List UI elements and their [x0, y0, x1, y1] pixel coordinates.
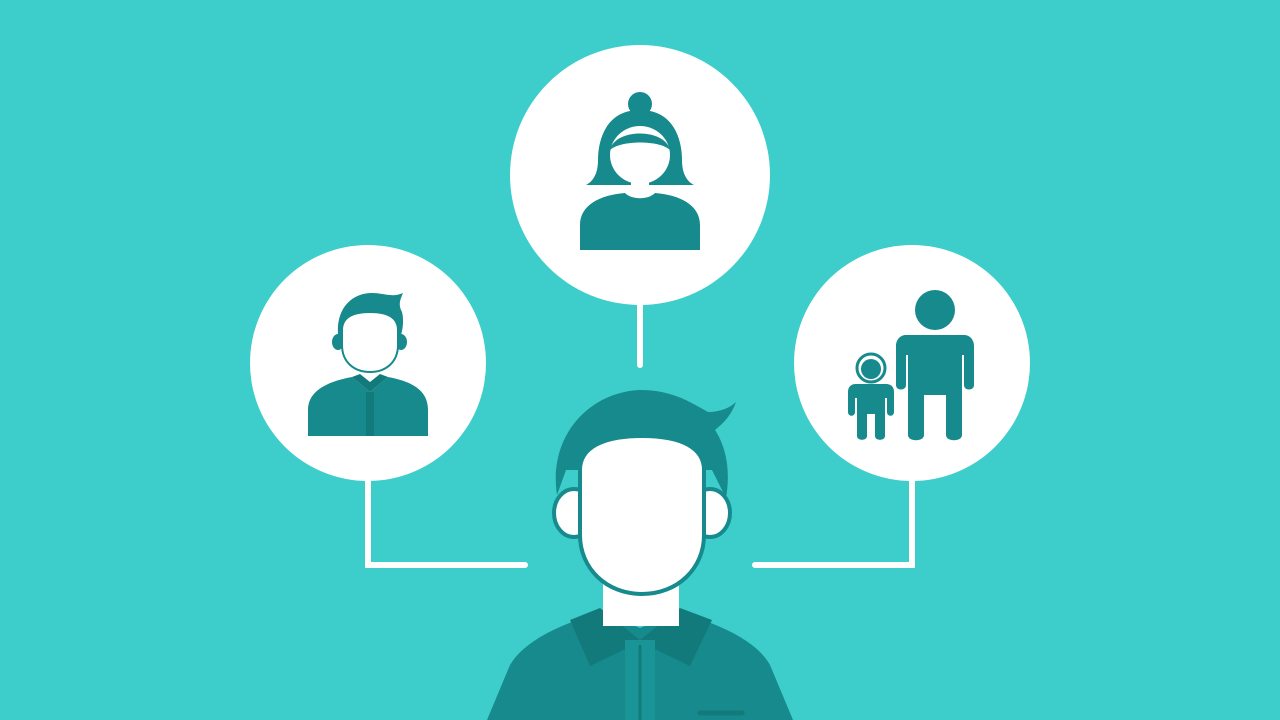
parent-child-icon	[848, 290, 974, 441]
node-woman	[510, 45, 770, 305]
node-parent-child	[794, 245, 1030, 481]
connectors	[365, 297, 915, 568]
central-person-face	[578, 433, 706, 597]
woman-icon	[580, 92, 700, 250]
node-man	[250, 245, 486, 481]
connector-left	[365, 472, 528, 568]
man-icon	[308, 293, 428, 436]
central-person-icon	[487, 390, 793, 720]
connector-right	[752, 475, 915, 568]
